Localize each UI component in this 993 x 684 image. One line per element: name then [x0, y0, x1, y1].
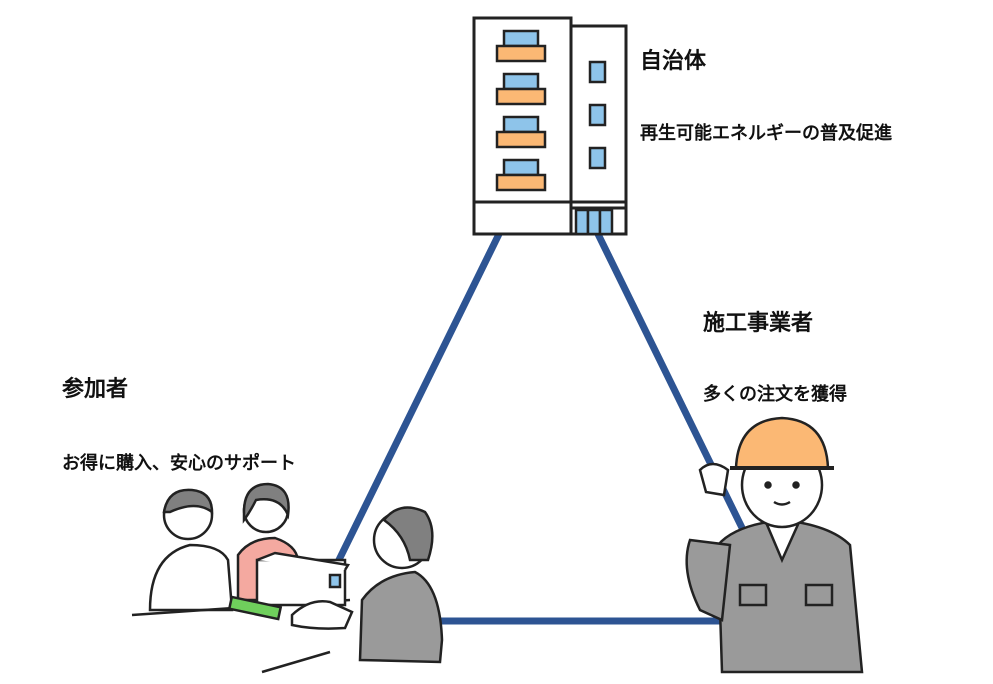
- municipality-description: 再生可能エネルギーの普及促進: [640, 122, 892, 144]
- line-municipality-participant: [331, 230, 504, 570]
- contractor-illustration: [685, 416, 864, 674]
- building-icon: [472, 16, 628, 236]
- contractor-description: 多くの注文を獲得: [703, 383, 847, 405]
- participants-illustration: [131, 482, 444, 674]
- municipality-title: 自治体: [640, 48, 707, 74]
- participant-title: 参加者: [62, 376, 128, 402]
- contractor-title: 施工事業者: [703, 310, 813, 336]
- participant-description: お得に購入、安心のサポート: [62, 452, 296, 474]
